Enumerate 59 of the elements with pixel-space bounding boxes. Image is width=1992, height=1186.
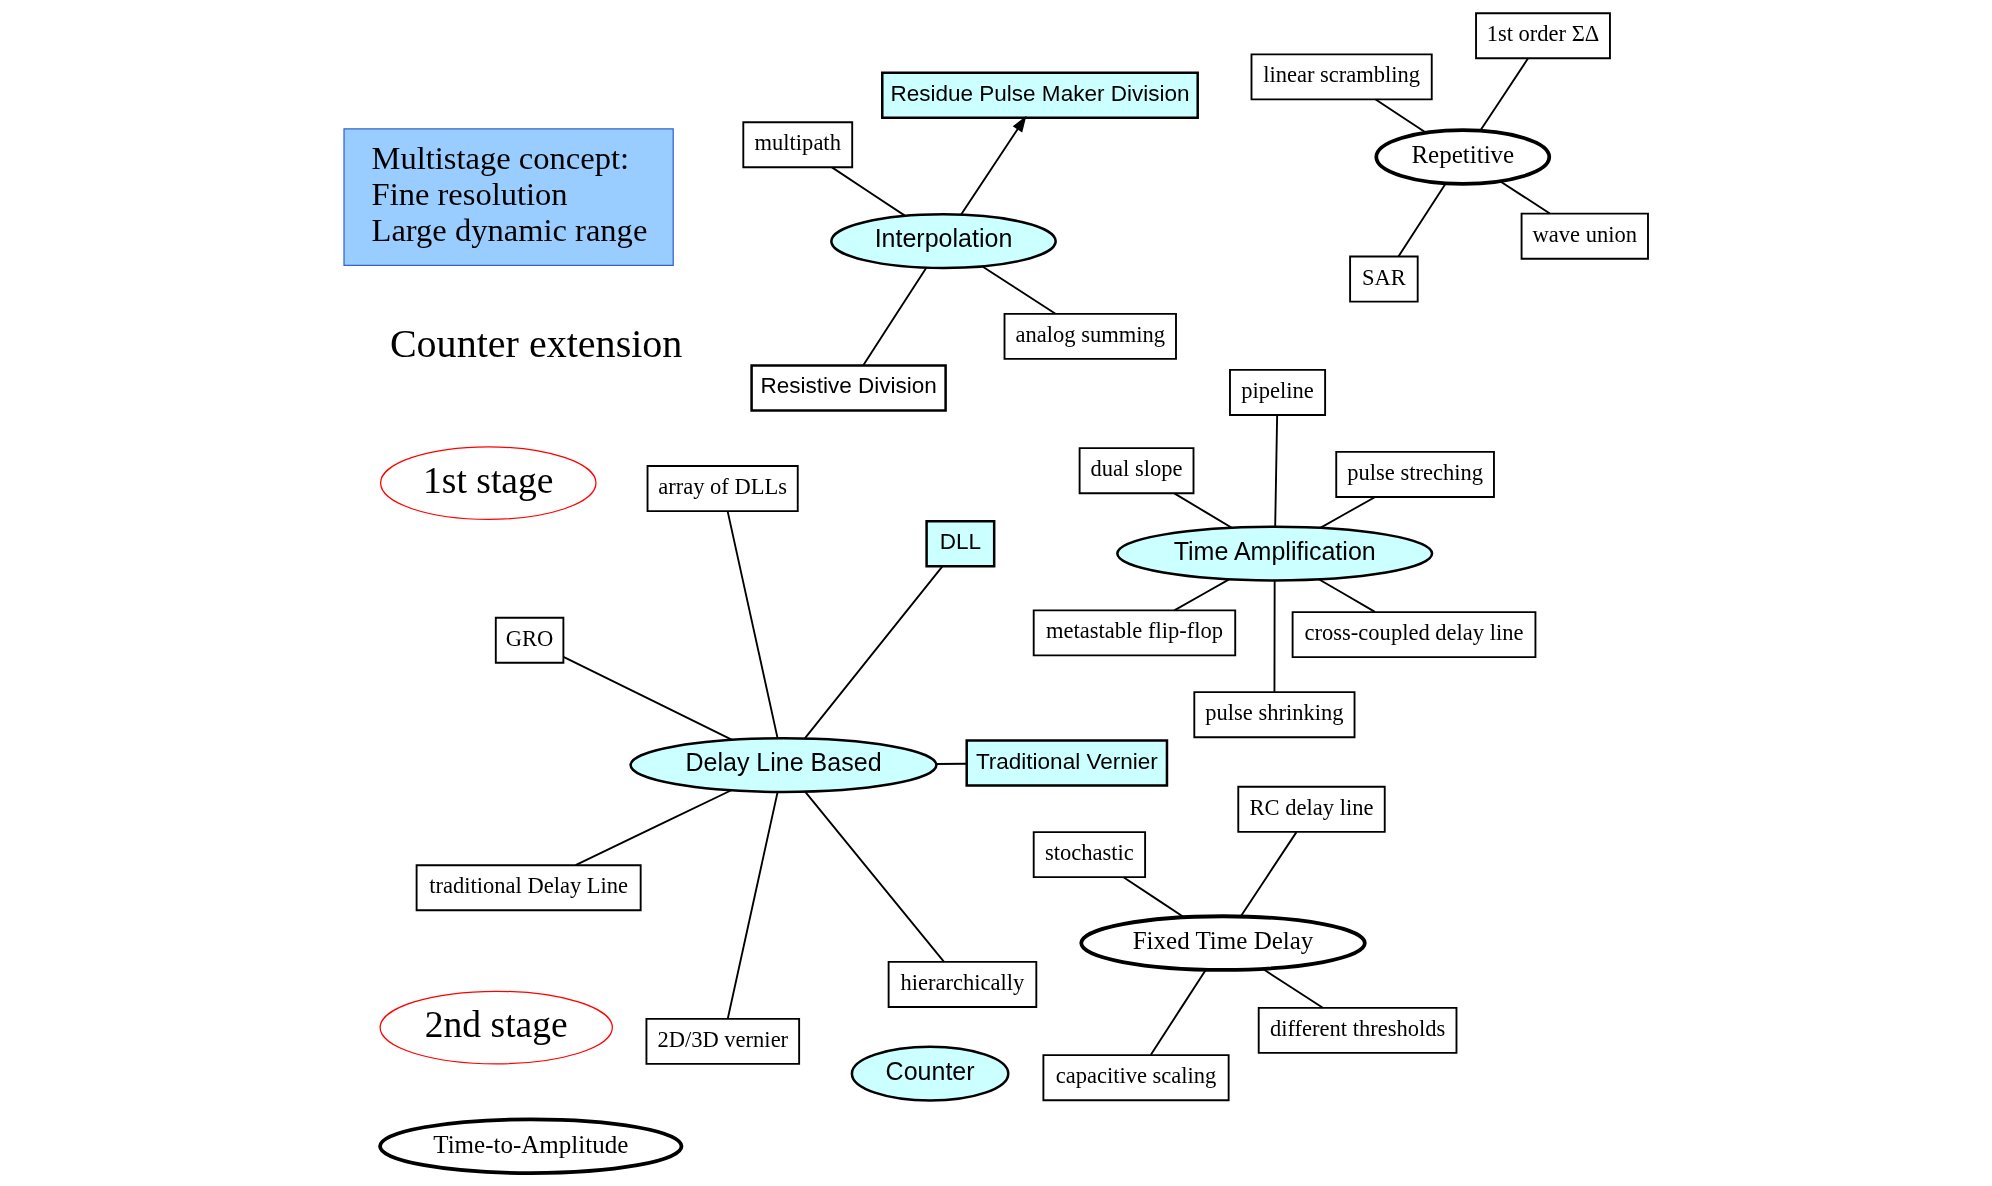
node-box: metastable flip-flop bbox=[1032, 609, 1237, 657]
arrow bbox=[960, 115, 1027, 216]
node-box: DLL bbox=[925, 520, 996, 568]
node-ellipse: 1st stage bbox=[380, 446, 597, 520]
connector bbox=[831, 166, 907, 218]
node-box: hierarchically bbox=[887, 960, 1038, 1008]
node-box: traditional Delay Line bbox=[415, 864, 642, 912]
connector bbox=[1239, 831, 1298, 918]
node-box: 2D/3D vernier bbox=[645, 1017, 801, 1065]
node-box: analog summing bbox=[1003, 312, 1177, 360]
node-box: pulse streching bbox=[1335, 450, 1495, 498]
node-ellipse: Interpolation bbox=[830, 213, 1057, 270]
node-box: multipath bbox=[742, 121, 854, 169]
connector bbox=[935, 762, 968, 765]
connector bbox=[1122, 876, 1186, 919]
connector bbox=[726, 510, 779, 740]
node-box: cross-coupled delay line bbox=[1291, 611, 1537, 659]
node-box: different thresholds bbox=[1257, 1006, 1458, 1054]
node-ellipse: Time-to-Amplitude bbox=[378, 1117, 684, 1175]
node-box: wave union bbox=[1520, 212, 1649, 260]
connector bbox=[803, 565, 944, 740]
node-ellipse: Counter bbox=[850, 1045, 1010, 1102]
node-box: pulse shrinking bbox=[1193, 691, 1356, 739]
node-ellipse: Fixed Time Delay bbox=[1079, 914, 1367, 972]
connector bbox=[1274, 414, 1279, 528]
connector bbox=[726, 791, 779, 1020]
node-box: SAR bbox=[1349, 255, 1419, 303]
node-box: Resistive Division bbox=[750, 364, 947, 412]
connector bbox=[1173, 492, 1233, 529]
connector bbox=[1261, 967, 1324, 1009]
node-box: Residue Pulse Maker Division bbox=[881, 71, 1199, 120]
node-box: array of DLLs bbox=[646, 465, 799, 513]
node-box: Traditional Vernier bbox=[965, 739, 1169, 787]
connector bbox=[862, 266, 928, 367]
connector bbox=[1499, 180, 1551, 215]
node-box: stochastic bbox=[1032, 831, 1147, 879]
connector bbox=[1318, 496, 1376, 530]
node-box: capacitive scaling bbox=[1042, 1054, 1230, 1102]
connector bbox=[1374, 98, 1428, 134]
node-box: pipeline bbox=[1229, 368, 1327, 416]
node-box: 1st order ΣΔ bbox=[1475, 12, 1611, 60]
node-box: RC delay line bbox=[1237, 785, 1386, 833]
node-box: dual slope bbox=[1078, 447, 1195, 495]
connector bbox=[804, 790, 945, 963]
connector bbox=[1479, 57, 1529, 132]
connector bbox=[574, 789, 733, 867]
node-box: GRO bbox=[494, 616, 565, 664]
label: Counter extension bbox=[389, 321, 683, 367]
node-ellipse: Delay Line Based bbox=[629, 737, 938, 794]
node-box: Multistage concept: Fine resolution Large dynamic range bbox=[343, 128, 674, 266]
connector bbox=[981, 265, 1057, 315]
connector bbox=[1397, 182, 1447, 258]
connector bbox=[1273, 579, 1276, 693]
connector bbox=[1149, 968, 1207, 1056]
node-ellipse: Repetitive bbox=[1374, 128, 1552, 186]
node-ellipse: Time Amplification bbox=[1116, 525, 1434, 582]
node-box: linear scrambling bbox=[1250, 53, 1433, 101]
node-ellipse: 2nd stage bbox=[379, 990, 613, 1065]
connector bbox=[562, 655, 734, 741]
